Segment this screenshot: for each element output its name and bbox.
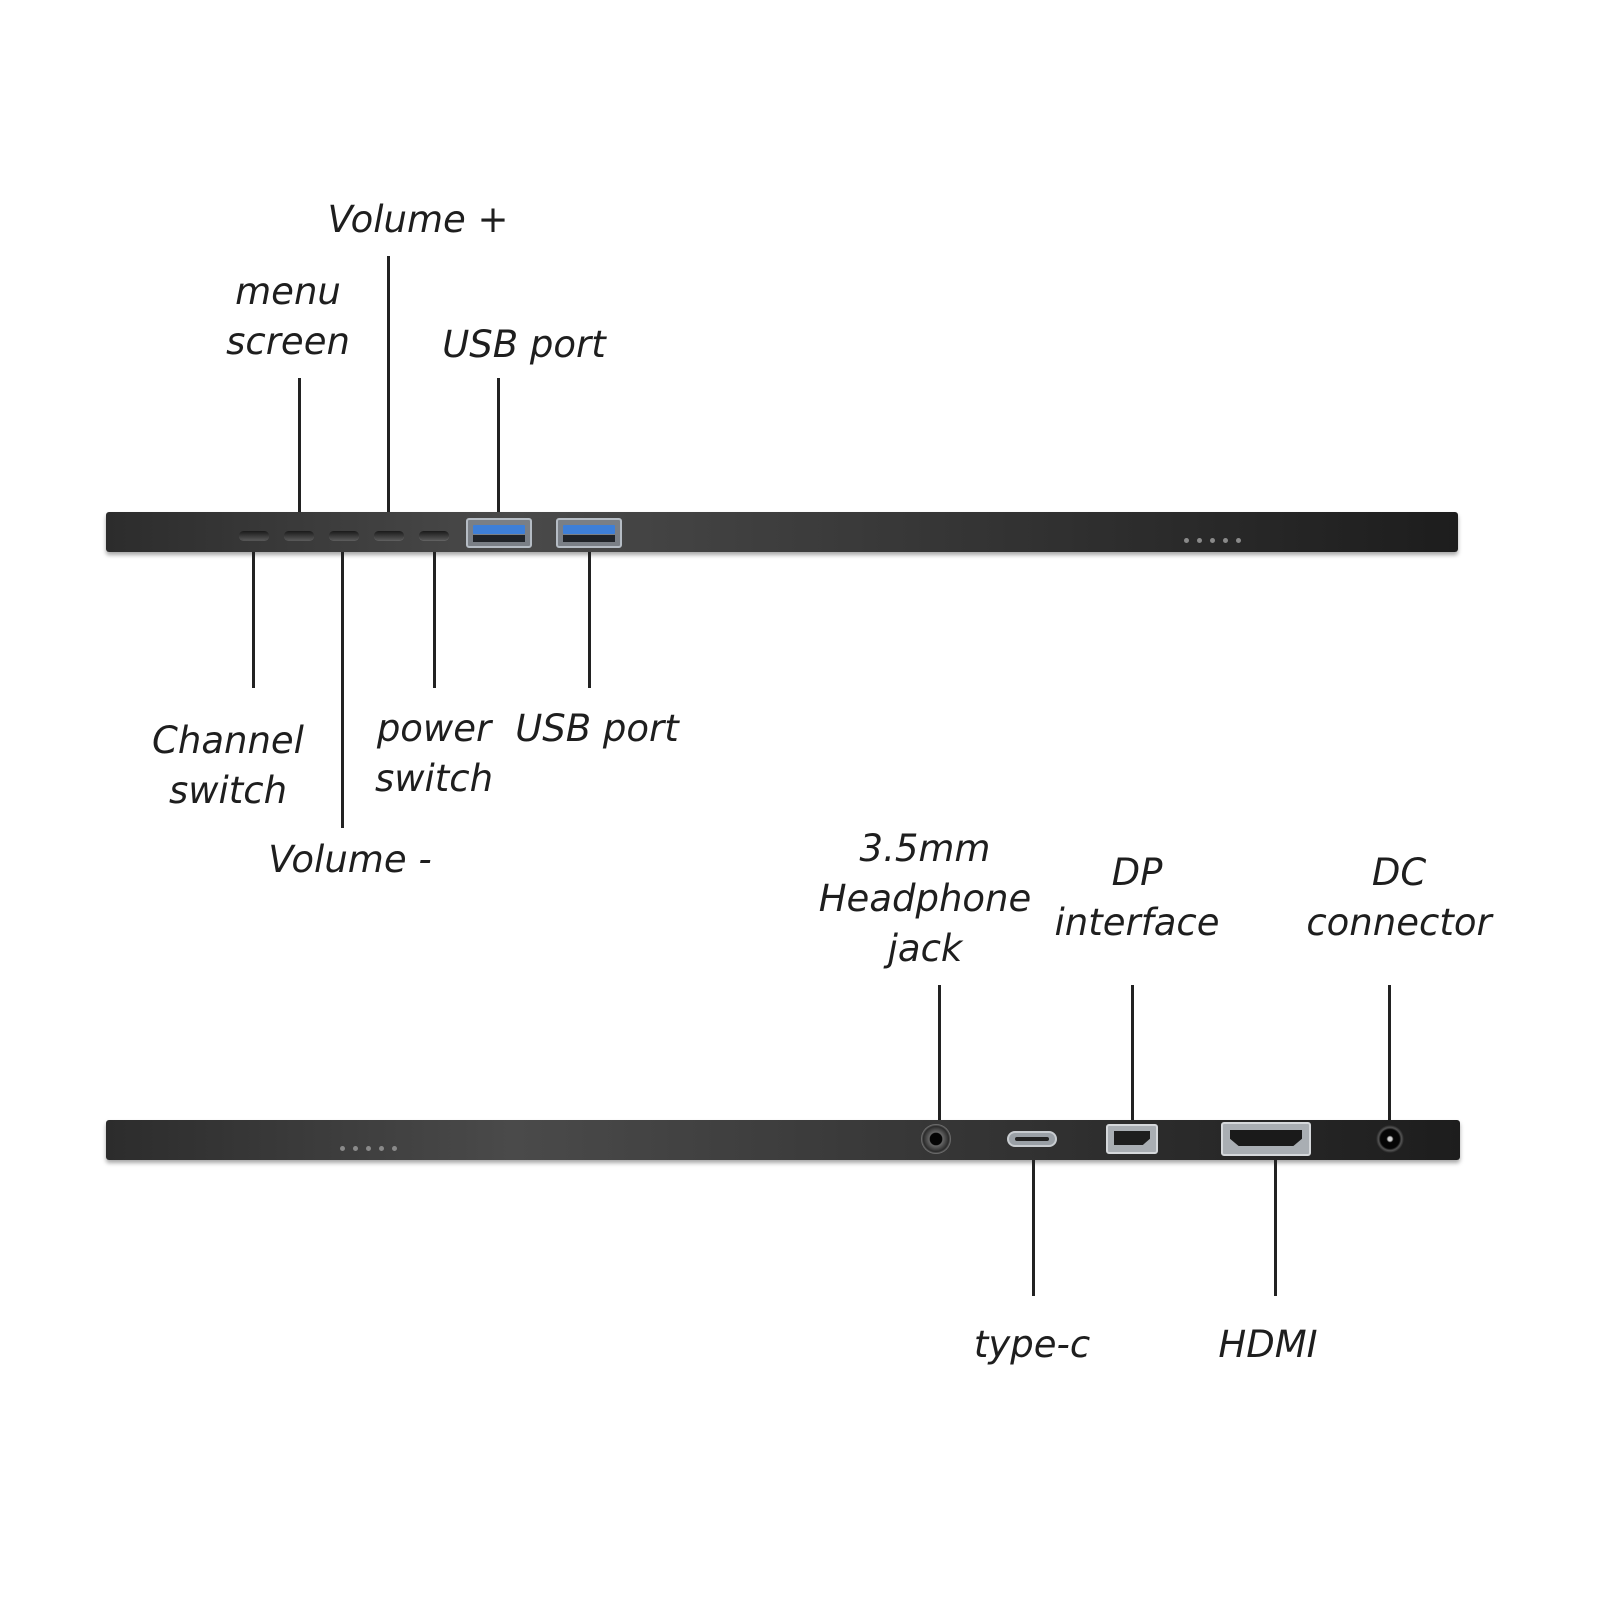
leader-line-volume-up [387, 256, 390, 512]
label-hdmi: HDMI [1218, 1323, 1318, 1366]
leader-line-usb-port-lower [588, 552, 591, 688]
volume-up-button-icon [374, 531, 404, 540]
label-power-switch: power switch [374, 707, 494, 800]
type-c-port-icon [1007, 1131, 1057, 1147]
headphone-jack-icon [921, 1124, 951, 1154]
leader-line-volume-down [341, 552, 344, 828]
leader-line-dc-connector [1388, 985, 1391, 1120]
top-vent-holes-icon [1184, 528, 1249, 547]
label-channel-switch: Channel switch [152, 719, 304, 812]
top-panel-edge [106, 512, 1458, 552]
hdmi-port-icon [1221, 1122, 1311, 1156]
leader-line-channel-switch [252, 552, 255, 688]
label-menu-screen: menu screen [226, 270, 350, 363]
label-usb-port-lower: USB port [515, 707, 679, 750]
menu-screen-button-icon [284, 531, 314, 540]
label-dp-interface: DP interface [1054, 851, 1220, 944]
leader-line-headphone-jack [938, 985, 941, 1120]
usb-port-2-icon [556, 518, 622, 548]
label-usb-port-upper: USB port [442, 323, 606, 366]
dc-connector-icon [1376, 1125, 1404, 1153]
bottom-panel-edge [106, 1120, 1460, 1160]
leader-line-menu-screen [298, 378, 301, 512]
leader-line-type-c [1032, 1160, 1035, 1296]
label-type-c: type-c [973, 1323, 1091, 1366]
dp-port-icon [1106, 1124, 1158, 1154]
leader-line-usb-port-upper [497, 378, 500, 512]
label-volume-down: Volume - [268, 838, 432, 881]
power-switch-button-icon [419, 531, 449, 540]
usb-port-1-icon [466, 518, 532, 548]
leader-line-dp-interface [1131, 985, 1134, 1120]
volume-down-button-icon [329, 531, 359, 540]
leader-line-hdmi [1274, 1160, 1277, 1296]
label-volume-up: Volume + [327, 198, 509, 241]
label-headphone-jack: 3.5mm Headphone jack [818, 827, 1032, 970]
channel-switch-button-icon [239, 531, 269, 540]
leader-line-power-switch [433, 552, 436, 688]
bottom-vent-holes-icon [340, 1136, 405, 1155]
label-dc-connector: DC connector [1306, 851, 1492, 944]
